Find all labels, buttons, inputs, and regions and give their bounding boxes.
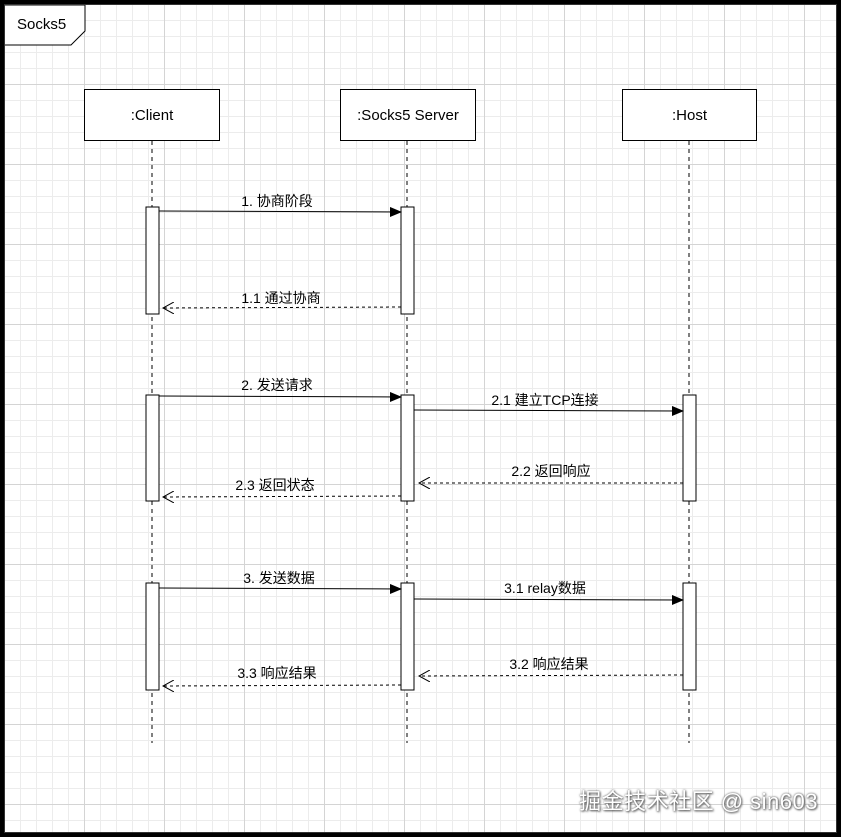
activation-host-3 (682, 582, 697, 691)
message-label-1: 1. 协商阶段 (241, 193, 313, 209)
activation-client-1 (145, 206, 160, 315)
diagram-canvas: Socks5 :Client :Socks5 Server :Host 1. 协… (4, 4, 837, 833)
activation-host-2 (682, 394, 697, 502)
message-arrow-3-2 (419, 675, 684, 676)
message-arrow-2 (158, 391, 402, 402)
activation-server-2 (400, 394, 415, 502)
message-label-2: 2. 发送请求 (241, 377, 313, 393)
participant-host[interactable]: :Host (622, 89, 757, 141)
message-arrow-1 (158, 206, 402, 217)
message-arrow-3 (158, 583, 402, 594)
activation-client-2 (145, 394, 160, 502)
activation-client-3 (145, 582, 160, 691)
message-label-3: 3. 发送数据 (243, 570, 315, 586)
watermark: 掘金技术社区 @ sin603 (579, 789, 818, 814)
message-label-2-1: 2.1 建立TCP连接 (491, 392, 599, 408)
frame-tab-shape (5, 5, 86, 46)
message-arrow-2-1 (413, 405, 684, 416)
frame-title: Socks5 (17, 16, 67, 33)
message-label-3-1: 3.1 relay数据 (504, 580, 586, 596)
message-arrow-3-3 (163, 685, 402, 686)
message-arrow-2-3 (163, 496, 402, 497)
message-arrow-3-1 (413, 594, 684, 605)
activation-server-3 (400, 582, 415, 691)
message-label-2-2: 2.2 返回响应 (511, 463, 591, 479)
sequence-diagram (5, 5, 697, 743)
message-label-1-1: 1.1 通过协商 (241, 290, 321, 306)
message-label-3-3: 3.3 响应结果 (237, 665, 317, 681)
participant-client[interactable]: :Client (84, 89, 220, 141)
message-arrow-1-1 (163, 307, 402, 308)
message-label-2-3: 2.3 返回状态 (235, 477, 315, 493)
message-label-3-2: 3.2 响应结果 (509, 656, 589, 672)
activation-server-1 (400, 206, 415, 315)
participant-socks5-server[interactable]: :Socks5 Server (340, 89, 476, 141)
